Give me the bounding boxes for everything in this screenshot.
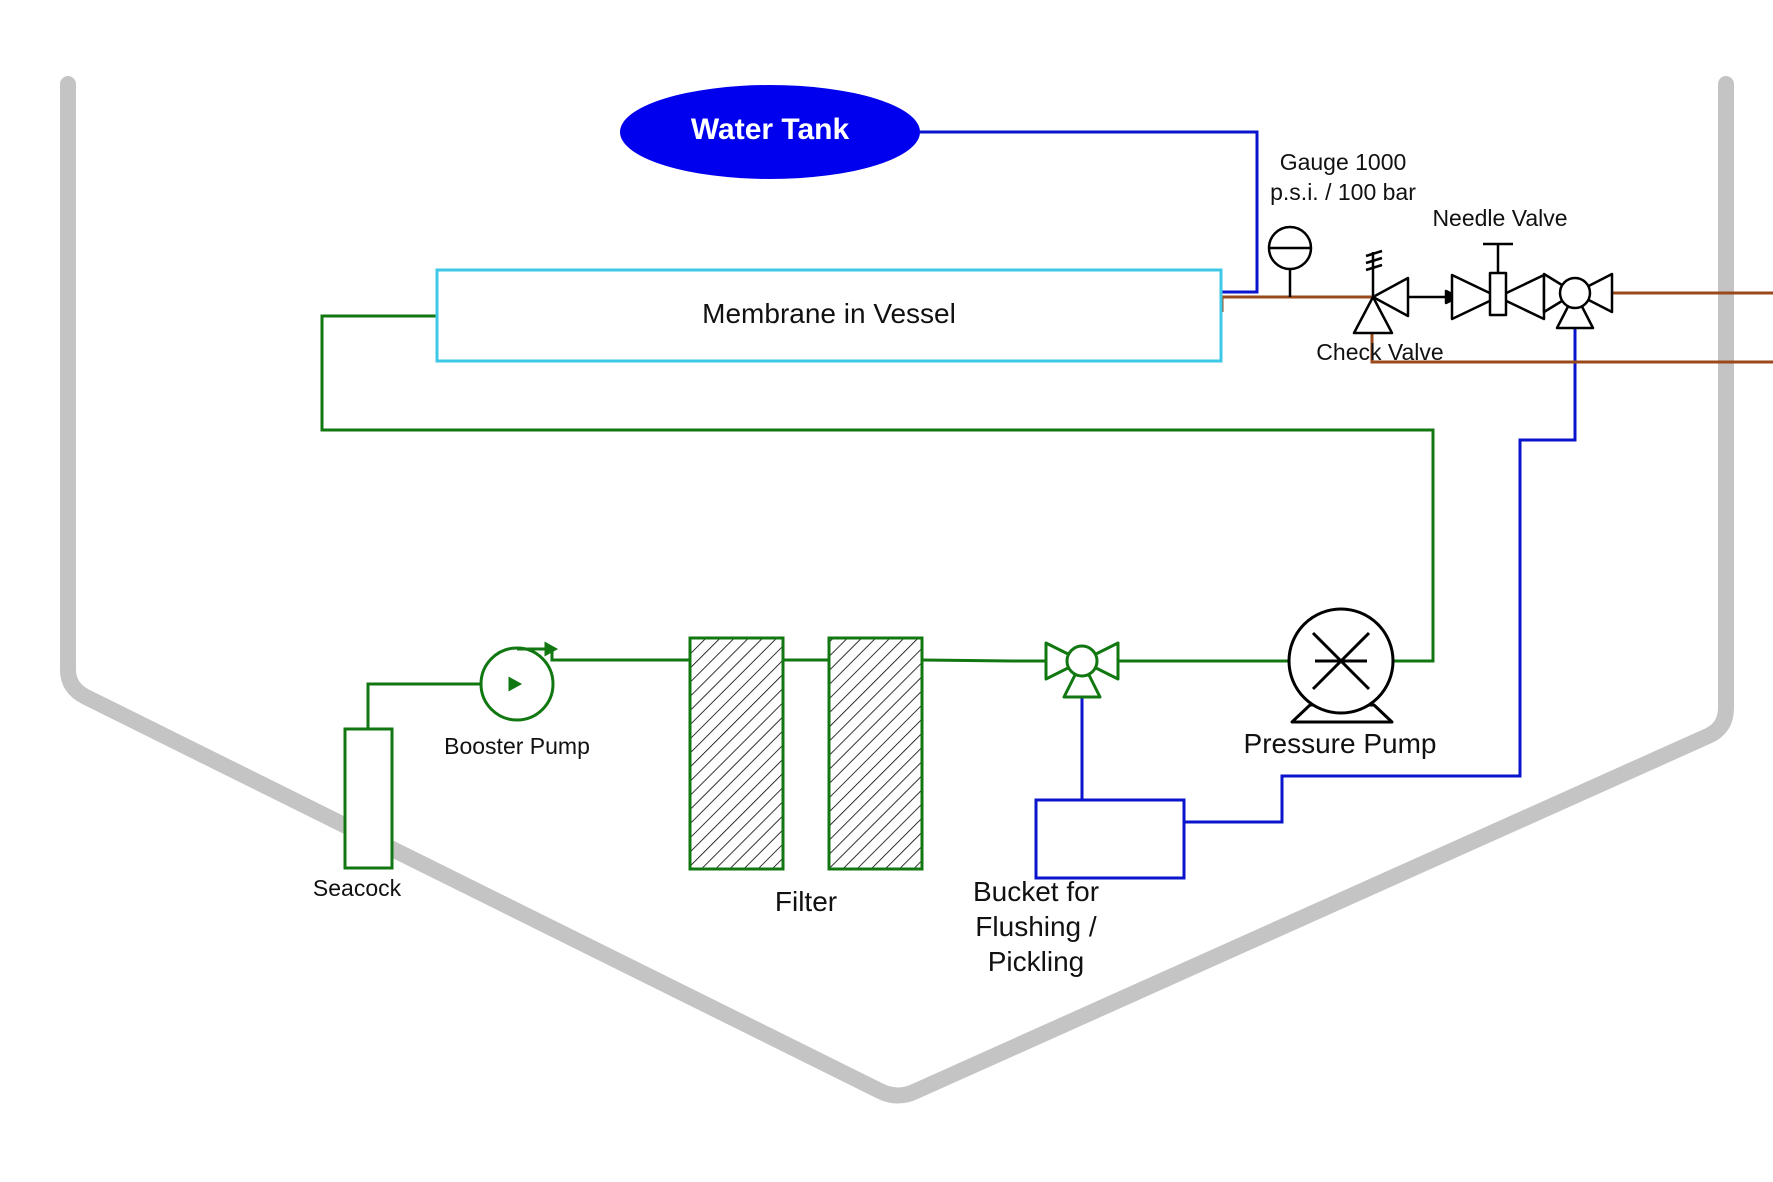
seacock-to-booster-line (366, 682, 516, 729)
seacock-icon (343, 727, 394, 870)
bucket-label-line1: Bucket for (972, 876, 1100, 907)
filter-cartridge-2 (827, 636, 924, 871)
filter-cartridge-1 (688, 636, 785, 871)
check-valve-return-line (1370, 333, 1773, 364)
gauge-label-line1: Gauge 1000 (1279, 149, 1407, 175)
membrane-to-tank-line (920, 130, 1259, 294)
gauge-label-line2: p.s.i. / 100 bar (1270, 179, 1416, 205)
seacock-label: Seacock (312, 875, 402, 901)
bucket-label-line2: Flushing / (975, 911, 1097, 942)
check-valve-icon (1352, 249, 1460, 335)
check-valve-label: Check Valve (1316, 339, 1444, 365)
hull-outline (60, 76, 1734, 1104)
pickling-valve-icon (1044, 641, 1120, 699)
filters (688, 636, 924, 871)
bypass-valve-to-bucket-line (1184, 328, 1577, 824)
booster-pump-label: Booster Pump (444, 733, 590, 759)
fresh-water-lines (920, 130, 1577, 824)
pressure-pump-label: Pressure Pump (1243, 728, 1437, 759)
filter-to-valve-line (921, 658, 1046, 663)
bucket-icon (1034, 798, 1186, 880)
booster-pump-icon (479, 641, 559, 722)
membrane-label: Membrane in Vessel (702, 298, 956, 329)
booster-to-filter-line (538, 647, 690, 662)
needle-valve-label: Needle Valve (1432, 205, 1568, 231)
needle-valve-icon (1450, 242, 1546, 321)
water-tank-label: Water Tank (690, 113, 850, 146)
filter-label: Filter (774, 886, 838, 917)
bypass-valve-icon (1542, 272, 1614, 330)
pressure-pump-icon (1287, 607, 1395, 724)
membrane-vessel (435, 268, 1223, 363)
pressure-gauge-icon (1267, 225, 1313, 297)
pressure-pump-to-membrane-line (320, 314, 1435, 663)
membrane-outlet-line (1220, 295, 1372, 312)
water-tank (620, 85, 920, 179)
bucket-label-line3: Pickling (987, 946, 1085, 977)
